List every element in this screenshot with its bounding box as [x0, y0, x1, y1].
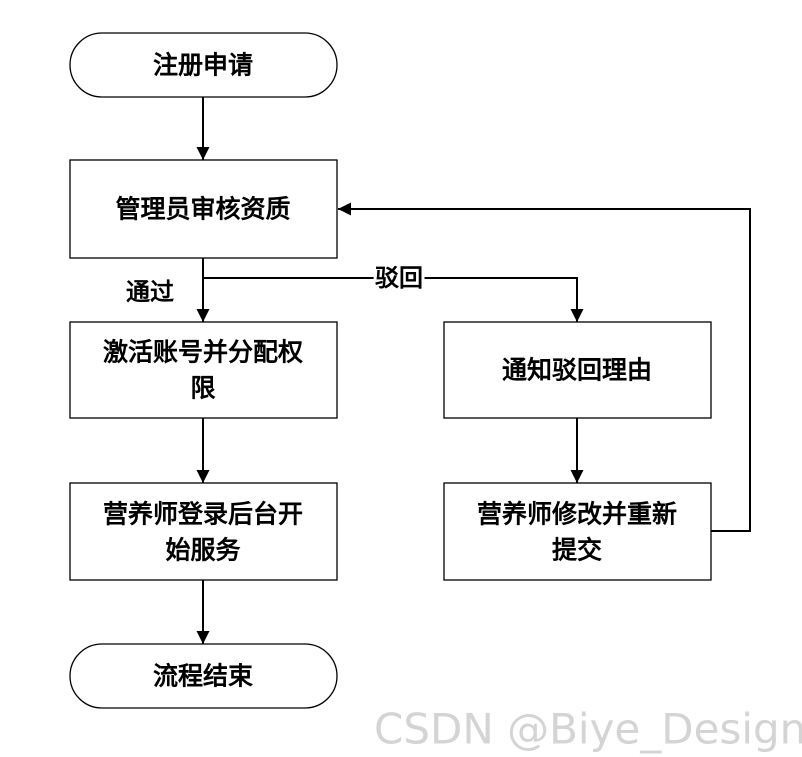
edge-label-reject: 驳回: [375, 264, 423, 292]
edges: [196, 97, 751, 644]
edge-resubmit-to-review: [338, 202, 751, 532]
node-register: 注册申请: [69, 32, 338, 98]
node-resubmit: 营养师修改并重新 提交: [443, 482, 712, 581]
edge-review-to-notify: [203, 277, 584, 322]
node-end-label: 流程结束: [153, 662, 254, 691]
node-review: 管理员审核资质: [69, 159, 338, 259]
edge-label-pass: 通过: [126, 278, 174, 306]
node-review-label: 管理员审核资质: [115, 195, 290, 224]
node-resubmit-label-line2: 提交: [552, 536, 602, 565]
node-end: 流程结束: [69, 643, 338, 709]
node-notify-label: 通知驳回理由: [502, 356, 652, 385]
node-activate-label-line1: 激活账号并分配权: [103, 338, 303, 367]
node-notify: 通知驳回理由: [443, 321, 712, 419]
node-activate-label-line2: 限: [190, 374, 215, 403]
node-resubmit-label-line1: 营养师修改并重新: [477, 500, 677, 529]
watermark: CSDN @Biye_Design: [374, 705, 802, 754]
node-login: 营养师登录后台开 始服务: [69, 482, 338, 581]
node-login-label-line2: 始服务: [165, 536, 240, 565]
node-login-label-line1: 营养师登录后台开: [103, 500, 303, 529]
node-activate: 激活账号并分配权 限: [69, 321, 338, 419]
node-register-label: 注册申请: [153, 51, 253, 80]
